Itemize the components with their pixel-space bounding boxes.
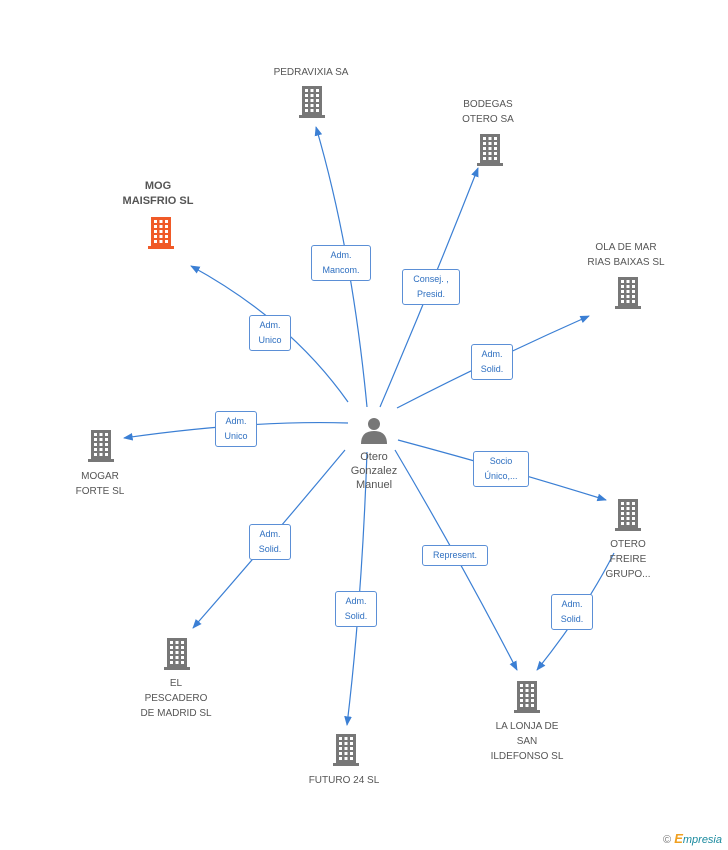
edge-center-futuro [344, 451, 368, 726]
futuro-building-icon[interactable] [333, 734, 359, 766]
edge-label-olademar[interactable]: Adm. Solid. [471, 344, 513, 380]
empresia-brand[interactable]: © Empresia [663, 831, 722, 846]
bodegas-building-icon[interactable] [477, 134, 503, 166]
edge-label-oterofreire[interactable]: Socio Único,... [473, 451, 529, 487]
edge-label-pescadero[interactable]: Adm. Solid. [249, 524, 291, 560]
edge-label-lalonja[interactable]: Represent. [422, 545, 488, 566]
edge-label-futuro[interactable]: Adm. Solid. [335, 591, 377, 627]
brand-initial: E [674, 831, 683, 846]
copyright-symbol: © [663, 834, 672, 846]
node-label-bodegas[interactable]: BODEGAS OTERO SA [462, 99, 514, 125]
edge-label-lalonja[interactable]: Adm. Solid. [551, 594, 593, 630]
edge-label-mogar[interactable]: Adm. Unico [215, 411, 257, 447]
edge-label-bodegas[interactable]: Consej. , Presid. [402, 269, 460, 305]
node-label-pescadero[interactable]: EL PESCADERO DE MADRID SL [140, 678, 212, 719]
node-label-pedravixia[interactable]: PEDRAVIXIA SA [273, 67, 349, 78]
center-person-label[interactable]: Otero Gonzalez Manuel [350, 451, 398, 491]
pescadero-building-icon[interactable] [164, 638, 190, 670]
olademar-building-icon[interactable] [615, 277, 641, 309]
person-icon[interactable] [361, 418, 387, 444]
node-label-mog[interactable]: MOG MAISFRIO SL [122, 180, 194, 207]
brand-name: mpresia [682, 834, 722, 846]
node-label-olademar[interactable]: OLA DE MAR RIAS BAIXAS SL [587, 242, 665, 268]
node-label-mogar[interactable]: MOGAR FORTE SL [75, 471, 125, 497]
node-label-futuro[interactable]: FUTURO 24 SL [308, 775, 380, 786]
edge-label-mog[interactable]: Adm. Unico [249, 315, 291, 351]
pedravixia-building-icon[interactable] [299, 86, 325, 118]
edge-label-pedravixia[interactable]: Adm. Mancom. [311, 245, 371, 281]
mog-building-icon[interactable] [148, 217, 174, 249]
node-label-lalonja[interactable]: LA LONJA DE SAN ILDEFONSO SL [490, 721, 564, 762]
mogar-building-icon[interactable] [88, 430, 114, 462]
node-label-oterofreire[interactable]: OTERO FREIRE GRUPO... [605, 539, 651, 580]
oterofreire-building-icon[interactable] [615, 499, 641, 531]
lalonja-building-icon[interactable] [514, 681, 540, 713]
